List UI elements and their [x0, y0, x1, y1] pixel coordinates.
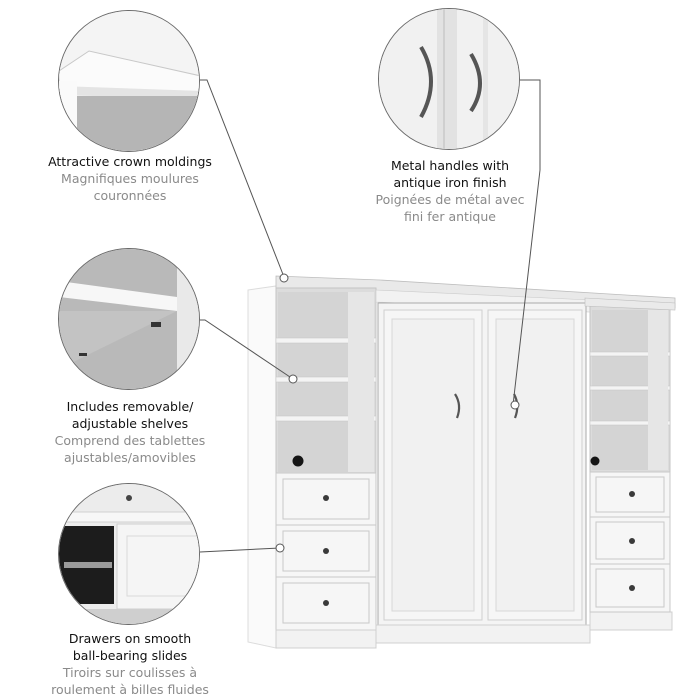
drawer-slides-detail-circle — [58, 483, 200, 625]
caption-fr-line: Magnifiques moulures — [61, 171, 199, 186]
metal-handles-icon — [379, 9, 519, 149]
shelf-pins-icon — [59, 249, 199, 389]
furniture-drawing — [247, 275, 676, 649]
caption-en-line: Attractive crown moldings — [48, 154, 212, 169]
caption-fr-line: roulement à billes fluides — [51, 682, 209, 697]
caption-en-line: Includes removable/ — [66, 399, 194, 414]
drawer-slide-icon — [59, 484, 199, 624]
caption-en-line: ball-bearing slides — [72, 648, 188, 663]
caption-fr-line: couronnées — [93, 188, 167, 203]
caption-metal-handles: Metal handles with antique iron finish P… — [345, 157, 555, 225]
caption-en-line: antique iron finish — [393, 175, 507, 190]
caption-fr-line: Comprend des tablettes — [54, 433, 206, 448]
caption-crown-moldings: Attractive crown moldings Magnifiques mo… — [10, 153, 250, 204]
caption-fr-line: ajustables/amovibles — [64, 450, 196, 465]
caption-drawer-slides: Drawers on smooth ball-bearing slides Ti… — [5, 630, 255, 698]
caption-en-line: Drawers on smooth — [68, 631, 192, 646]
crown-molding-icon — [59, 11, 199, 151]
caption-fr-line: fini fer antique — [404, 209, 496, 224]
crown-molding-detail-circle — [58, 10, 200, 152]
caption-fr-line: Tiroirs sur coulisses à — [62, 665, 198, 680]
caption-en-line: adjustable shelves — [71, 416, 189, 431]
caption-fr-line: Poignées de métal avec — [375, 192, 525, 207]
murphy-bed-wall-unit — [245, 275, 680, 650]
caption-en-line: Metal handles with — [390, 158, 510, 173]
metal-handles-detail-circle — [378, 8, 520, 150]
shelves-detail-circle — [58, 248, 200, 390]
caption-adjustable-shelves: Includes removable/ adjustable shelves C… — [10, 398, 250, 466]
